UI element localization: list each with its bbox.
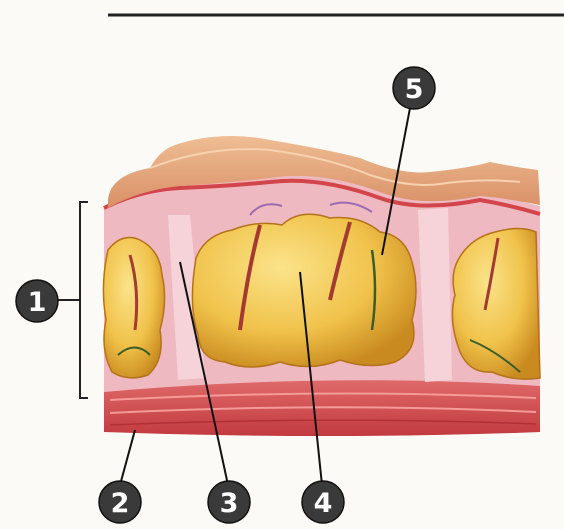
callout-marker-1: 1 [16, 280, 58, 322]
leader-line-2 [120, 430, 135, 485]
callout-marker-2: 2 [99, 481, 141, 523]
callout-marker-4: 4 [302, 481, 344, 523]
callout-label-3: 3 [220, 488, 239, 519]
fat-lobule-left [103, 238, 164, 378]
callout-label-5: 5 [405, 74, 424, 105]
muscle-layer [104, 379, 540, 436]
subcutis-bracket [58, 202, 88, 398]
callout-label-2: 2 [111, 488, 130, 519]
fat-lobule-right [452, 229, 540, 380]
callout-marker-5: 5 [393, 67, 435, 109]
callout-label-1: 1 [28, 287, 47, 318]
callout-label-4: 4 [314, 488, 333, 519]
callout-marker-3: 3 [208, 481, 250, 523]
